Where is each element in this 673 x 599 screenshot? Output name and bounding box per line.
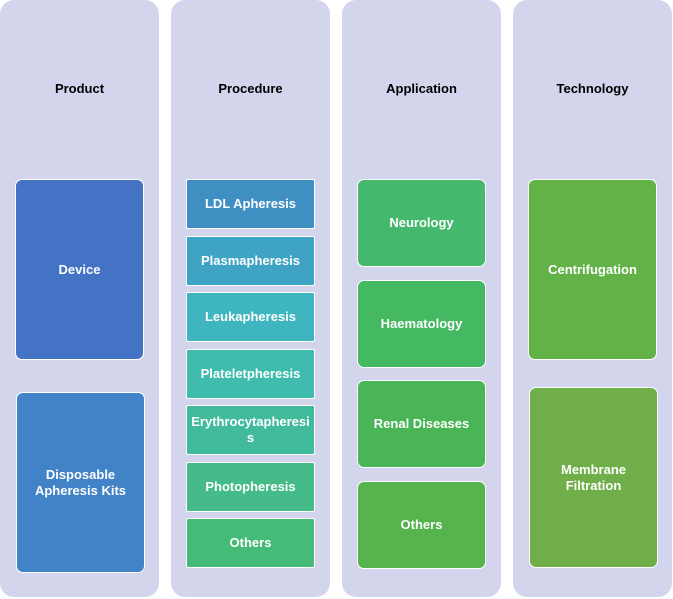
application-haematology: Haematology bbox=[357, 280, 486, 368]
procedure-plasmapheresis-label: Plasmapheresis bbox=[200, 253, 300, 268]
application-neurology: Neurology bbox=[357, 179, 486, 267]
procedure-plateletpheresis-label: Plateletpheresis bbox=[200, 366, 301, 381]
procedure-others-label: Others bbox=[229, 535, 272, 550]
column-product: Product Device Disposable Apheresis Kits bbox=[0, 0, 159, 597]
procedure-ldl-apheresis-label: LDL Apheresis bbox=[204, 196, 297, 211]
application-others: Others bbox=[357, 481, 486, 569]
procedure-leukapheresis: Leukapheresis bbox=[186, 292, 315, 342]
procedure-plasmapheresis: Plasmapheresis bbox=[186, 236, 315, 286]
procedure-ldl-apheresis: LDL Apheresis bbox=[186, 179, 315, 229]
technology-membrane-filtration-label: Membrane Filtration bbox=[560, 461, 627, 493]
column-title-procedure: Procedure bbox=[218, 81, 283, 96]
product-disposable-kits: Disposable Apheresis Kits bbox=[16, 392, 145, 573]
procedure-erythrocytapheresis-label: Erythrocytapheresis bbox=[191, 414, 310, 445]
application-others-label: Others bbox=[400, 517, 443, 532]
technology-membrane-filtration: Membrane Filtration bbox=[529, 387, 658, 568]
column-title-technology: Technology bbox=[556, 81, 629, 96]
procedure-leukapheresis-label: Leukapheresis bbox=[204, 309, 297, 324]
product-device: Device bbox=[15, 179, 144, 360]
procedure-others: Others bbox=[186, 518, 315, 568]
product-device-label: Device bbox=[58, 261, 101, 277]
column-procedure: Procedure LDL Apheresis Plasmapheresis L… bbox=[171, 0, 330, 597]
technology-centrifugation-label: Centrifugation bbox=[548, 261, 637, 277]
application-haematology-label: Haematology bbox=[380, 316, 463, 331]
application-neurology-label: Neurology bbox=[389, 215, 454, 230]
column-title-product: Product bbox=[54, 81, 105, 96]
application-renal-diseases-label: Renal Diseases bbox=[373, 416, 470, 431]
column-application: Application Neurology Haematology Renal … bbox=[342, 0, 501, 597]
procedure-erythrocytapheresis: Erythrocytapheresis bbox=[186, 405, 315, 455]
procedure-photopheresis: Photopheresis bbox=[186, 462, 315, 512]
column-title-application: Application bbox=[386, 81, 457, 96]
procedure-plateletpheresis: Plateletpheresis bbox=[186, 349, 315, 399]
application-renal-diseases: Renal Diseases bbox=[357, 380, 486, 468]
column-technology: Technology Centrifugation Membrane Filtr… bbox=[513, 0, 672, 597]
product-disposable-kits-label: Disposable Apheresis Kits bbox=[34, 466, 127, 498]
technology-centrifugation: Centrifugation bbox=[528, 179, 657, 360]
procedure-photopheresis-label: Photopheresis bbox=[205, 479, 296, 494]
